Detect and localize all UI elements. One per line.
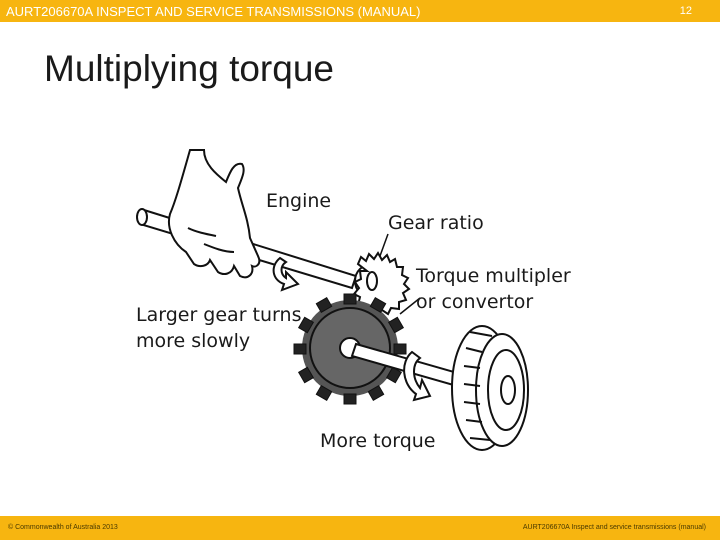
slide-title: Multiplying torque	[44, 48, 334, 89]
gear-illustration	[136, 149, 529, 451]
label-torque-multiplier-line1: Torque multipler	[416, 265, 571, 287]
label-more-torque: More torque	[320, 430, 436, 452]
label-torque-multiplier-line2: or convertor	[416, 291, 534, 313]
footer-course-title: AURT206670A Inspect and service transmis…	[522, 524, 706, 531]
rotation-arrows	[272, 256, 432, 402]
label-gear-ratio: Gear ratio	[388, 212, 484, 234]
label-larger-gear-line2: more slowly	[136, 330, 251, 352]
label-engine: Engine	[266, 190, 332, 212]
torque-diagram: Engine Gear ratio Torque multipler or co…	[130, 148, 600, 458]
copyright-text: © Commonwealth of Australia 2013	[8, 524, 118, 531]
callout-lines	[379, 233, 421, 315]
large-gear	[293, 293, 407, 405]
slide-number: 12	[679, 5, 692, 17]
hand-illustration	[168, 149, 261, 279]
course-title: AURT206670A INSPECT AND SERVICE TRANSMIS…	[6, 4, 421, 19]
small-gear	[352, 251, 411, 317]
label-larger-gear-line1: Larger gear turns	[136, 304, 302, 326]
footer-bar: © Commonwealth of Australia 2013 AURT206…	[0, 516, 720, 540]
header-bar: AURT206670A INSPECT AND SERVICE TRANSMIS…	[0, 0, 720, 22]
wheel-illustration	[451, 325, 529, 451]
